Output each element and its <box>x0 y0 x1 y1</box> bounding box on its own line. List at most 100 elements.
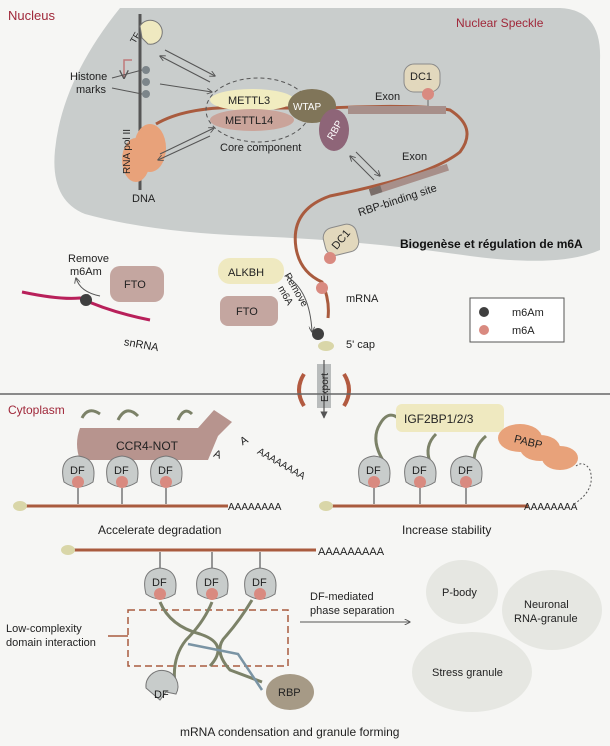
core-component-label: Core component <box>220 142 301 154</box>
legend-label-1: m6A <box>512 325 535 337</box>
svg-text:DF: DF <box>152 577 167 589</box>
svg-text:DF: DF <box>204 577 219 589</box>
legend-marker-1 <box>479 325 489 335</box>
low-complexity-line2: domain interaction <box>6 637 96 649</box>
svg-text:DF-mediated phase separati: DF-mediated phase separation <box>310 591 394 617</box>
pabp: PABP <box>498 424 578 470</box>
figure-title: Biogenèse et régulation de m6A <box>400 237 583 251</box>
svg-text:CCR4-NOT: CCR4-NOT <box>116 439 179 453</box>
snrna-group: Remove m6Am FTO snRNA <box>21 253 164 354</box>
five-cap-label: 5' cap <box>346 339 375 351</box>
mettl3: METTL3 <box>210 89 294 111</box>
df-phase-line2: phase separation <box>310 605 394 617</box>
df-phase-line1: DF-mediated <box>310 591 374 603</box>
legend-marker-0 <box>479 307 489 317</box>
lcd-tails <box>158 599 264 691</box>
exon-1 <box>348 106 446 114</box>
svg-text:snRNA: snRNA <box>123 336 160 354</box>
legend-label-0: m6Am <box>512 307 544 319</box>
svg-text:DF: DF <box>70 465 85 477</box>
free-a-1: A <box>212 448 224 462</box>
exon-1-label: Exon <box>375 91 400 103</box>
svg-text:Low-complexity domain inte: Low-complexity domain interaction <box>6 623 96 649</box>
cap-bottom <box>61 545 75 555</box>
mettl14: METTL14 <box>210 109 294 131</box>
df-protein-left-2: DF <box>150 455 183 488</box>
condensation-label: mRNA condensation and granule forming <box>180 725 399 739</box>
svg-text:DF: DF <box>366 465 381 477</box>
nuclear-speckle-label: Nuclear Speckle <box>456 16 544 30</box>
svg-text:P-body: P-body <box>442 587 477 599</box>
svg-text:Histone marks: Histone marks <box>70 71 110 96</box>
dna-label: DNA <box>132 193 156 205</box>
dc1-nuclear: DC1 <box>403 63 441 106</box>
svg-text:WTAP: WTAP <box>293 102 321 113</box>
low-complexity-line1: Low-complexity <box>6 623 82 635</box>
svg-text:RBP: RBP <box>278 687 301 699</box>
mrna-label: mRNA <box>346 293 379 305</box>
df-protein-right-1: DF <box>404 455 437 488</box>
svg-text:DF: DF <box>154 689 169 701</box>
svg-text:DC1: DC1 <box>410 71 432 83</box>
svg-text:METTL3: METTL3 <box>228 95 270 107</box>
poly-a-bottom: AAAAAAAAA <box>318 546 385 558</box>
p-body: P-body <box>426 560 498 624</box>
svg-text:METTL14: METTL14 <box>225 115 273 127</box>
histone-marks-line1: Histone <box>70 71 107 83</box>
free-a-2: A <box>238 434 251 448</box>
rbp-shuttle-arrow-2 <box>350 156 375 181</box>
df-protein-right-0: DF <box>358 455 391 488</box>
tf-protein: TF <box>128 19 163 45</box>
stress-granule: Stress granule <box>412 632 532 712</box>
five-cap <box>318 341 334 351</box>
neuronal-rna-granule: Neuronal RNA-granule <box>502 570 602 650</box>
df-protein-bottom-0: DF <box>144 567 177 600</box>
svg-text:FTO: FTO <box>124 279 146 291</box>
dc1-mrna: DC1 <box>322 223 360 264</box>
tf-feedback-arrow <box>124 59 132 78</box>
m6a-mark-mrna <box>316 282 328 294</box>
svg-text:DF: DF <box>252 577 267 589</box>
poly-a-left: AAAAAAAA <box>228 502 282 513</box>
svg-text:FTO: FTO <box>236 306 258 318</box>
svg-text:Stress granule: Stress granule <box>432 667 503 679</box>
svg-text:DF: DF <box>158 465 173 477</box>
remove-m6am-line2: m6Am <box>70 266 102 278</box>
cytoplasm-label: Cytoplasm <box>8 403 65 417</box>
svg-text:RNA pol II: RNA pol II <box>122 129 133 174</box>
increase-stability-label: Increase stability <box>402 523 491 537</box>
df-lower: DF <box>145 669 179 701</box>
histone-marks-line2: marks <box>76 84 106 96</box>
histone-marks: Histone marks <box>70 66 150 98</box>
exon-2 <box>368 163 449 196</box>
df-proteins-right: DF DF DF <box>358 455 483 504</box>
poly-a-tail-left: AAAAAAAA <box>255 446 307 482</box>
nucleus-label: Nucleus <box>8 8 55 23</box>
svg-text:TF: TF <box>128 30 142 45</box>
df-protein-right-2: DF <box>450 455 483 488</box>
svg-text:DF: DF <box>114 465 129 477</box>
svg-text:IGF2BP1/2/3: IGF2BP1/2/3 <box>404 412 474 426</box>
svg-text:DF: DF <box>412 465 427 477</box>
rbp-lower: RBP <box>266 674 314 710</box>
svg-text:Export: Export <box>320 373 331 402</box>
interaction-arrows <box>158 49 215 160</box>
demethylases: ALKBH FTO Remove m6A <box>218 258 312 332</box>
exon-2-label: Exon <box>402 151 427 163</box>
df-protein-bottom-2: DF <box>244 567 277 600</box>
svg-text:Remove m6Am: Remove m6Am <box>68 253 112 278</box>
df-protein-left-0: DF <box>62 455 95 488</box>
rbp-shuttle-arrow-1 <box>355 151 380 176</box>
df-proteins-bottom: DF DF DF <box>144 552 277 600</box>
rbp-nuclear: RBP <box>319 109 349 151</box>
svg-text:Neuronal RNA-granule: Neuronal RNA-granule <box>514 599 578 625</box>
legend: m6Am m6A <box>479 307 544 337</box>
igf2bp-complex: IGF2BP1/2/3 <box>374 404 504 463</box>
poly-a-loop-right <box>573 463 592 505</box>
svg-text:DF: DF <box>458 465 473 477</box>
poly-a-right: AAAAAAAA <box>524 502 578 513</box>
svg-text:ALKBH: ALKBH <box>228 267 264 279</box>
cap-right <box>319 501 333 511</box>
